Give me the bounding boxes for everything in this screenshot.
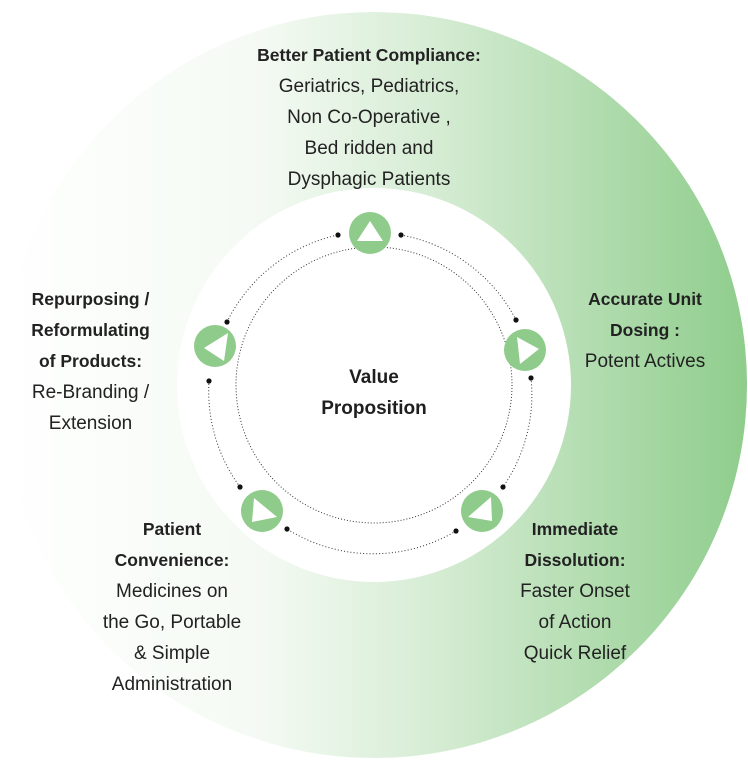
arc-bottom: [286, 528, 457, 555]
label-line: Geriatrics, Pediatrics,: [278, 76, 460, 97]
label-line: Medicines on: [116, 581, 228, 602]
center-title-line-2: Proposition: [321, 398, 427, 419]
connector-arcs: [208, 234, 533, 555]
node-left: [194, 325, 236, 367]
label-immediate-dissolution: Immediate Dissolution: Faster Onset of A…: [490, 514, 660, 669]
node-top: [349, 212, 391, 254]
label-line: the Go, Portable: [102, 612, 242, 633]
label-line: Potent Actives: [584, 351, 706, 372]
inner-disc: [177, 188, 571, 582]
center-title: Value Proposition: [274, 362, 474, 424]
label-line: Extension: [48, 413, 133, 434]
label-better-patient-compliance: Better Patient Compliance: Geriatrics, P…: [214, 40, 524, 195]
label-line: Quick Relief: [523, 643, 627, 664]
label-line: Non Co-Operative ,: [287, 107, 451, 128]
label-line: Administration: [111, 674, 233, 695]
triangle-right-icon: [517, 337, 539, 364]
triangle-left-icon: [204, 333, 228, 361]
label-accurate-unit-dosing: Accurate Unit Dosing : Potent Actives: [560, 284, 730, 377]
label-line: Bed ridden and: [304, 138, 434, 159]
label-title: Patient: [142, 519, 202, 539]
triangle-up-icon: [357, 221, 383, 241]
label-line: of Action: [538, 612, 612, 633]
label-line: Dysphagic Patients: [287, 169, 451, 190]
label-title: Accurate Unit: [588, 289, 702, 309]
label-title: Dosing :: [610, 320, 680, 340]
label-line: & Simple: [133, 643, 211, 664]
label-title: Dissolution:: [524, 550, 626, 570]
triangle-down-left-icon: [468, 497, 492, 521]
label-title: Convenience:: [114, 550, 230, 570]
triangle-down-right-icon: [252, 498, 277, 522]
label-title: Better Patient Compliance:: [257, 45, 481, 65]
arc-right-bottomright: [502, 377, 533, 488]
node-bottom-right: [461, 490, 503, 532]
label-line: Re-Branding /: [31, 382, 150, 403]
connector-dots: [206, 232, 534, 534]
label-line: Faster Onset: [520, 581, 630, 602]
inner-dotted-circle: [235, 246, 513, 524]
node-right: [504, 329, 546, 371]
center-title-line-1: Value: [349, 367, 399, 388]
arc-left-top: [226, 234, 339, 323]
label-title: of Products:: [38, 351, 143, 371]
label-title: Immediate: [531, 519, 619, 539]
node-bottom-left: [241, 490, 283, 532]
arc-top-right: [400, 234, 517, 321]
label-patient-convenience: Patient Convenience: Medicines on the Go…: [72, 514, 272, 700]
label-title: Reformulating: [31, 320, 150, 340]
label-title: Repurposing /: [31, 289, 150, 309]
label-repurposing-reformulating: Repurposing / Reformulating of Products:…: [8, 284, 173, 439]
